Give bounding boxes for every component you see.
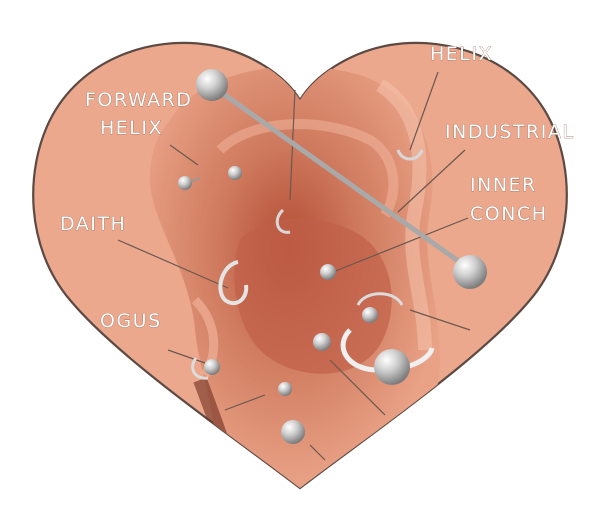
forward-helix-stud-1 [178, 176, 192, 190]
forward-helix-stud-post [191, 177, 201, 182]
leader-daith [117, 239, 229, 289]
tragus-ball [204, 359, 220, 375]
conch-stud [313, 333, 331, 351]
lobe-stud-upper [278, 382, 292, 396]
rook-ring [275, 208, 291, 234]
label-inner-conch-line1: INNER [470, 174, 537, 196]
industrial-ball-bottom [453, 255, 487, 289]
snug-ring [356, 292, 404, 306]
leader-conch-lower [329, 359, 386, 416]
label-tragus-partial: OGUS [100, 310, 162, 332]
industrial-ball-top [196, 69, 228, 101]
label-industrial: INDUSTRIAL [445, 121, 574, 143]
helix-ring [396, 149, 424, 161]
label-forward-helix-line1: FORWARD [85, 89, 192, 111]
leader-tragus [167, 349, 206, 364]
ear-antihelix [216, 119, 399, 218]
snug-ball [362, 307, 378, 323]
leader-inner-conch [332, 217, 469, 273]
tragus-ring [191, 357, 209, 380]
leader-lobe [224, 394, 266, 411]
conch-hoop-ball [374, 349, 410, 385]
label-forward-helix-line2: HELIX [100, 117, 163, 139]
leader-helix [409, 71, 439, 151]
forward-helix-stud-2 [228, 166, 242, 180]
label-inner-conch-line2: CONCH [470, 203, 548, 225]
labels: FORWARD HELIX HELIX INDUSTRIAL INNER CON… [60, 43, 574, 333]
ear-illustration [150, 66, 440, 488]
leader-forward-helix [169, 144, 199, 166]
daith-ring [218, 260, 249, 306]
inner-conch-stud [320, 264, 336, 280]
ear-concha [234, 218, 392, 374]
label-helix: HELIX [430, 43, 493, 65]
jewelry [178, 69, 487, 444]
lobe-stud-lower [281, 420, 305, 444]
industrial-barbell-bar [212, 85, 471, 271]
leader-industrial [397, 149, 466, 213]
leader-snug [409, 309, 471, 331]
ear-helix-rim [376, 79, 432, 351]
label-daith: DAITH [60, 213, 126, 235]
leader-lobe-lower [309, 444, 326, 461]
